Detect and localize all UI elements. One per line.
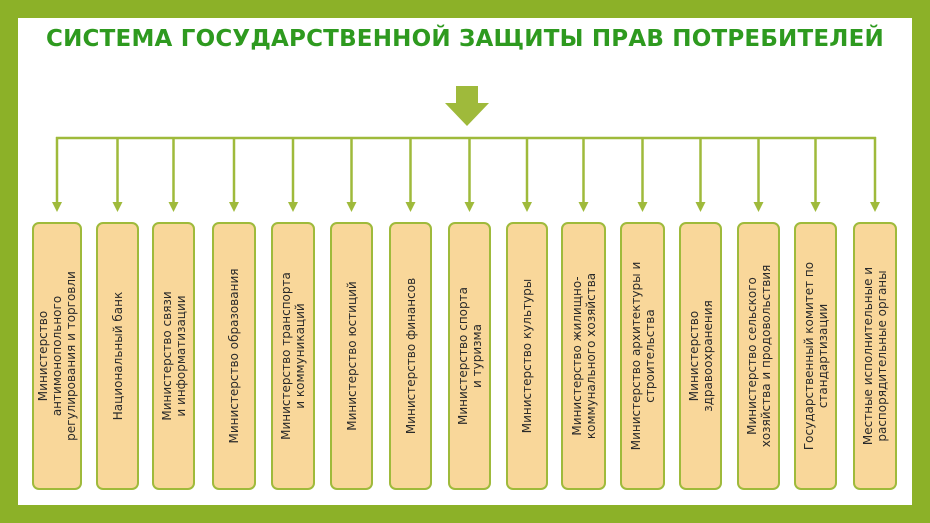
body-box: Министерство связи и информатизации [152,222,195,490]
arrowhead-icon [637,202,648,212]
body-label: Министерство культуры [520,278,534,434]
body-box: Министерство образования [212,222,256,490]
arrowhead-icon [288,202,298,212]
arrowhead-icon [810,202,821,212]
body-label: Министерство антимонопольного регулирова… [36,271,78,441]
body-label: Министерство финансов [403,277,418,435]
down-arrow-icon [445,86,489,126]
arrowhead-icon [229,202,239,212]
body-label: Министерство здравоохранения [686,300,715,412]
body-label: Министерство юстиций [344,281,359,431]
arrowhead-icon [405,202,416,212]
body-box: Министерство архитектуры и строительства [620,222,665,490]
arrowhead-icon [695,202,706,212]
arrowhead-icon [753,202,764,212]
arrowhead-icon [52,202,62,212]
arrowhead-icon [168,202,179,212]
arrowhead-icon [112,202,123,212]
body-label: Министерство жилищно- коммунального хозя… [569,272,598,440]
body-box: Министерство сельского хозяйства и продо… [737,222,780,490]
body-label: Национальный банк [110,291,125,421]
body-label: Министерство сельского хозяйства и продо… [744,264,773,448]
body-label: Министерство транспорта и коммуникаций [279,272,307,440]
body-box: Национальный банк [96,222,139,490]
body-box: Министерство культуры [506,222,548,490]
body-label: Министерство образования [227,268,241,444]
diagram-title: СИСТЕМА ГОСУДАРСТВЕННОЙ ЗАЩИТЫ ПРАВ ПОТР… [46,26,884,52]
body-label: Министерство архитектуры и строительства [628,261,657,451]
body-box: Министерство транспорта и коммуникаций [271,222,315,490]
body-label: Государственный комитет по стандартизаци… [801,261,830,451]
arrowhead-icon [870,202,880,212]
body-box: Государственный комитет по стандартизаци… [794,222,837,490]
body-box: Местные исполнительные и распорядительны… [853,222,897,490]
body-box: Министерство юстиций [330,222,373,490]
body-box: Министерство жилищно- коммунального хозя… [561,222,606,490]
body-label: Министерство спорта и туризма [455,287,484,425]
body-label: Министерство связи и информатизации [159,291,188,421]
arrowhead-icon [522,202,532,212]
body-label: Местные исполнительные и распорядительны… [861,266,889,446]
body-box: Министерство спорта и туризма [448,222,491,490]
arrowhead-icon [578,202,589,212]
arrowhead-icon [346,202,357,212]
body-box: Министерство антимонопольного регулирова… [32,222,82,490]
body-box: Министерство здравоохранения [679,222,722,490]
arrowhead-icon [464,202,475,212]
body-box: Министерство финансов [389,222,432,490]
